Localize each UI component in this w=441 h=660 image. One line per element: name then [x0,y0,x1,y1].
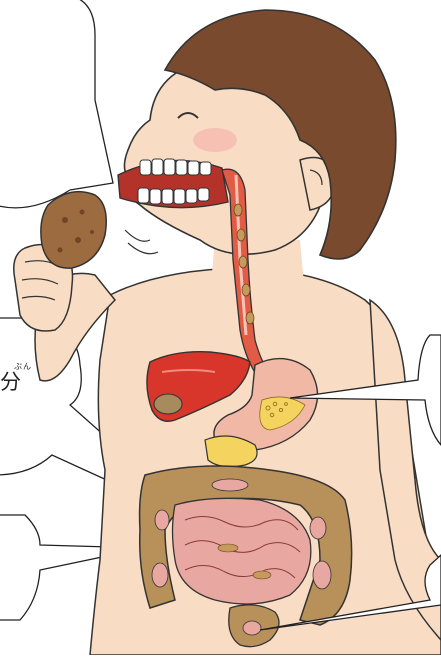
speech-bubble-top-left [0,0,113,208]
small-intestine [173,498,311,604]
boy-head [124,10,395,259]
cookie-icon [41,192,106,268]
kanji-label: 分 [0,366,21,396]
